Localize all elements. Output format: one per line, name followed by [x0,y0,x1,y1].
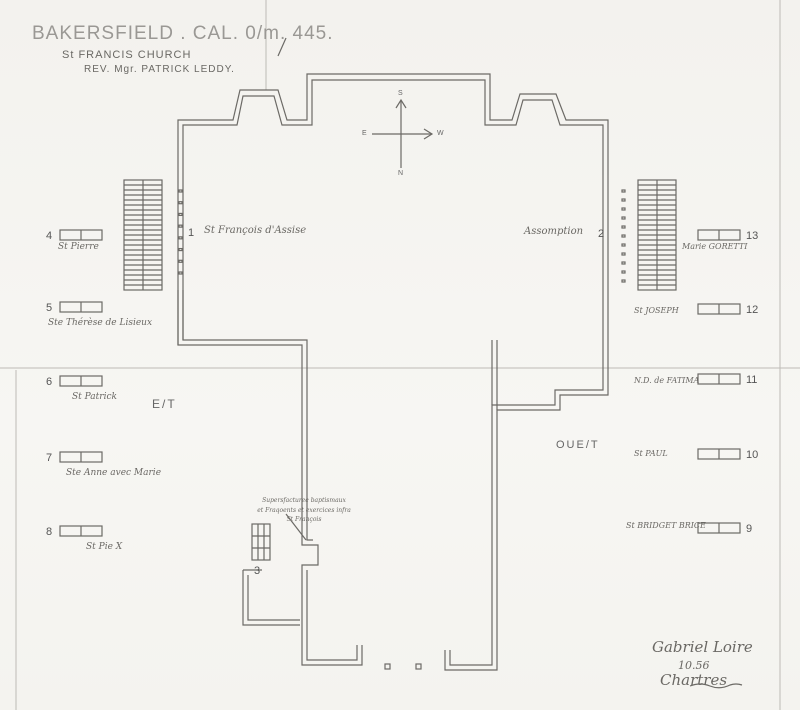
window-frame-13 [697,229,741,241]
window-dot [621,279,626,283]
chapel-2-number: 2 [598,228,605,240]
window-name-11: N.D. de FATIMA [634,376,700,385]
chapel-1-number: 1 [188,227,195,239]
window-dot [178,247,183,252]
window-number-13: 13 [746,230,759,242]
window-ladder-right-rungs [638,184,676,286]
header-church: St FRANCIS CHURCH [62,49,192,61]
chapel-3-number: 3 [254,565,261,577]
window-name-7: Ste Anne avec Marie [66,468,162,478]
window-number-6: 6 [46,376,53,388]
window-name-10: St PAUL [634,449,668,458]
compass-bottom-letter: N [398,170,406,177]
door-marker-left [384,663,391,670]
window-name-12: St JOSEPH [634,306,679,315]
window-number-5: 5 [46,302,53,314]
window-name-6: St Patrick [72,392,117,402]
wall-label-left: E/T [152,397,177,411]
window-number-12: 12 [746,304,759,316]
compass-rose [372,98,434,168]
door-marker-right [415,663,422,670]
window-frame-10 [697,448,741,460]
header-priest: REV. Mgr. PATRICK LEDDY. [84,64,235,75]
window-frame-11 [697,373,741,385]
church-wall-outer [177,73,609,671]
window-frame-8 [59,525,103,537]
window-dot [178,259,183,263]
window-name-8: St Pie X [86,542,123,552]
window-number-4: 4 [46,230,53,242]
signature-flourish [689,683,743,689]
window-dots-right [621,189,626,283]
window-dot [621,243,626,247]
header-slash [277,37,287,57]
window-number-7: 7 [46,452,53,464]
window-frame-9 [697,522,741,534]
window-baptistery [251,523,271,561]
window-dot [621,261,626,265]
window-dot [178,236,183,240]
signature-city: Chartres [660,671,728,689]
window-frame-6 [59,375,103,387]
window-frame-4 [59,229,103,241]
window-dots-left [178,189,183,275]
window-dot [621,252,626,256]
compass-left-letter: E [362,130,369,137]
header-title: BAKERSFIELD . CAL. 0/m. 445. [32,23,334,44]
signature-name: Gabriel Loire [652,638,753,656]
window-dot [178,271,183,275]
window-number-9: 9 [746,523,753,535]
window-name-4: St Pierre [58,242,99,252]
window-dot [621,234,626,238]
window-dot [178,212,183,217]
window-frame-7 [59,451,103,463]
chapel-3-description: Supersfacturee baptismaux et Fraqoents e… [257,497,351,524]
chapel-2-name: Assomption [524,226,584,237]
window-name-9: St BRIDGET BRICE [626,521,706,530]
window-dot [621,207,626,211]
compass-right-letter: W [437,130,446,137]
window-dot [178,224,183,228]
window-dot [178,201,183,205]
window-ladder-left-rungs [124,184,162,286]
window-dot [178,189,183,193]
window-frame-5 [59,301,103,313]
window-frame-12 [697,303,741,315]
window-number-8: 8 [46,526,53,538]
chapel-1-name: St François d'Assise [204,225,307,236]
compass-top-letter: S [398,90,405,97]
window-number-11: 11 [746,374,758,386]
baptistery-pointer [285,513,307,541]
signature-date: 10.56 [678,659,710,672]
window-dot [621,225,626,229]
window-name-5: Ste Thérèse de Lisieux [48,318,153,328]
window-dot [621,216,626,220]
window-number-10: 10 [746,449,759,461]
window-dot [621,198,626,202]
window-name-13: Marie GORETTI [682,242,748,251]
window-dot [621,270,626,274]
wall-label-right: OUE/T [556,439,600,451]
window-dot [621,189,626,193]
